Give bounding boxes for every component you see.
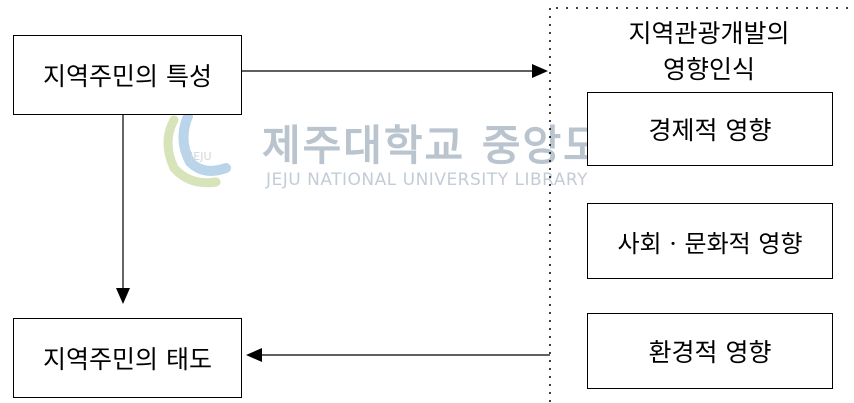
perception-title-line2: 영향인식: [662, 55, 755, 84]
sociocultural-impact-label: 사회 · 문화적 영향: [617, 229, 803, 258]
economic-impact-box: 경제적 영향: [587, 92, 833, 166]
arrowhead-down: [116, 288, 130, 304]
resident-attitude-label: 지역주민의 태도: [43, 345, 212, 374]
perception-title-line1: 지역관광개발의: [628, 19, 790, 48]
arrowhead-right: [532, 64, 548, 78]
resident-characteristics-label: 지역주민의 특성: [43, 62, 212, 91]
sociocultural-impact-box: 사회 · 문화적 영향: [587, 203, 833, 279]
economic-impact-label: 경제적 영향: [648, 116, 772, 145]
resident-attitude-box: 지역주민의 태도: [13, 318, 242, 398]
watermark-subtitle: JEJU NATIONAL UNIVERSITY LIBRARY: [266, 170, 588, 190]
environmental-impact-box: 환경적 영향: [587, 313, 833, 389]
environmental-impact-label: 환경적 영향: [648, 338, 772, 367]
perception-title: 지역관광개발의 영향인식: [590, 16, 828, 88]
arrowhead-left: [246, 348, 262, 362]
resident-characteristics-box: 지역주민의 특성: [13, 35, 242, 115]
